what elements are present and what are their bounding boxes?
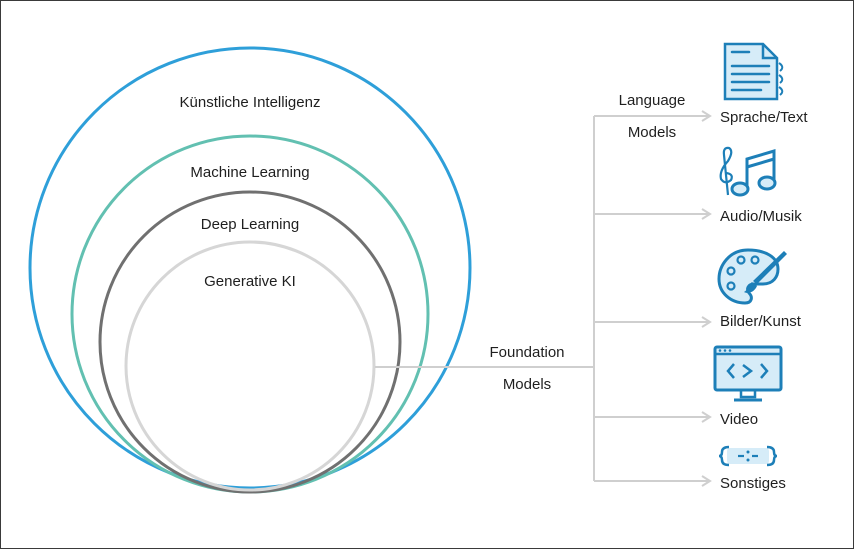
monitor-code-icon xyxy=(713,345,783,402)
foundation-label-line1: Foundation xyxy=(489,344,564,361)
language-label-line2: Models xyxy=(628,124,676,141)
label-kuenstliche-intelligenz: Künstliche Intelligenz xyxy=(180,94,321,111)
foundation-label-line2: Models xyxy=(503,376,551,393)
palette-brush-icon xyxy=(717,248,787,305)
circle-machine-learning xyxy=(70,134,430,494)
document-text-icon xyxy=(723,42,784,101)
circle-deep-learning xyxy=(98,190,402,494)
output-label-sprache-text: Sprache/Text xyxy=(720,109,808,126)
label-deep-learning: Deep Learning xyxy=(201,216,299,233)
braces-dots-icon xyxy=(718,445,778,467)
output-label-sonstiges: Sonstiges xyxy=(720,475,786,492)
language-label-line1: Language xyxy=(619,92,686,109)
connector-lines xyxy=(375,116,595,481)
label-machine-learning: Machine Learning xyxy=(190,164,309,181)
output-label-bilder-kunst: Bilder/Kunst xyxy=(720,313,802,330)
branch-arrows xyxy=(594,110,712,487)
output-label-video: Video xyxy=(720,411,758,428)
circle-generative-ki xyxy=(124,240,376,492)
label-generative-ki: Generative KI xyxy=(204,273,296,290)
output-label-audio-musik: Audio/Musik xyxy=(720,208,802,225)
music-note-icon xyxy=(719,146,777,197)
circle-kuenstliche-intelligenz xyxy=(28,46,472,490)
